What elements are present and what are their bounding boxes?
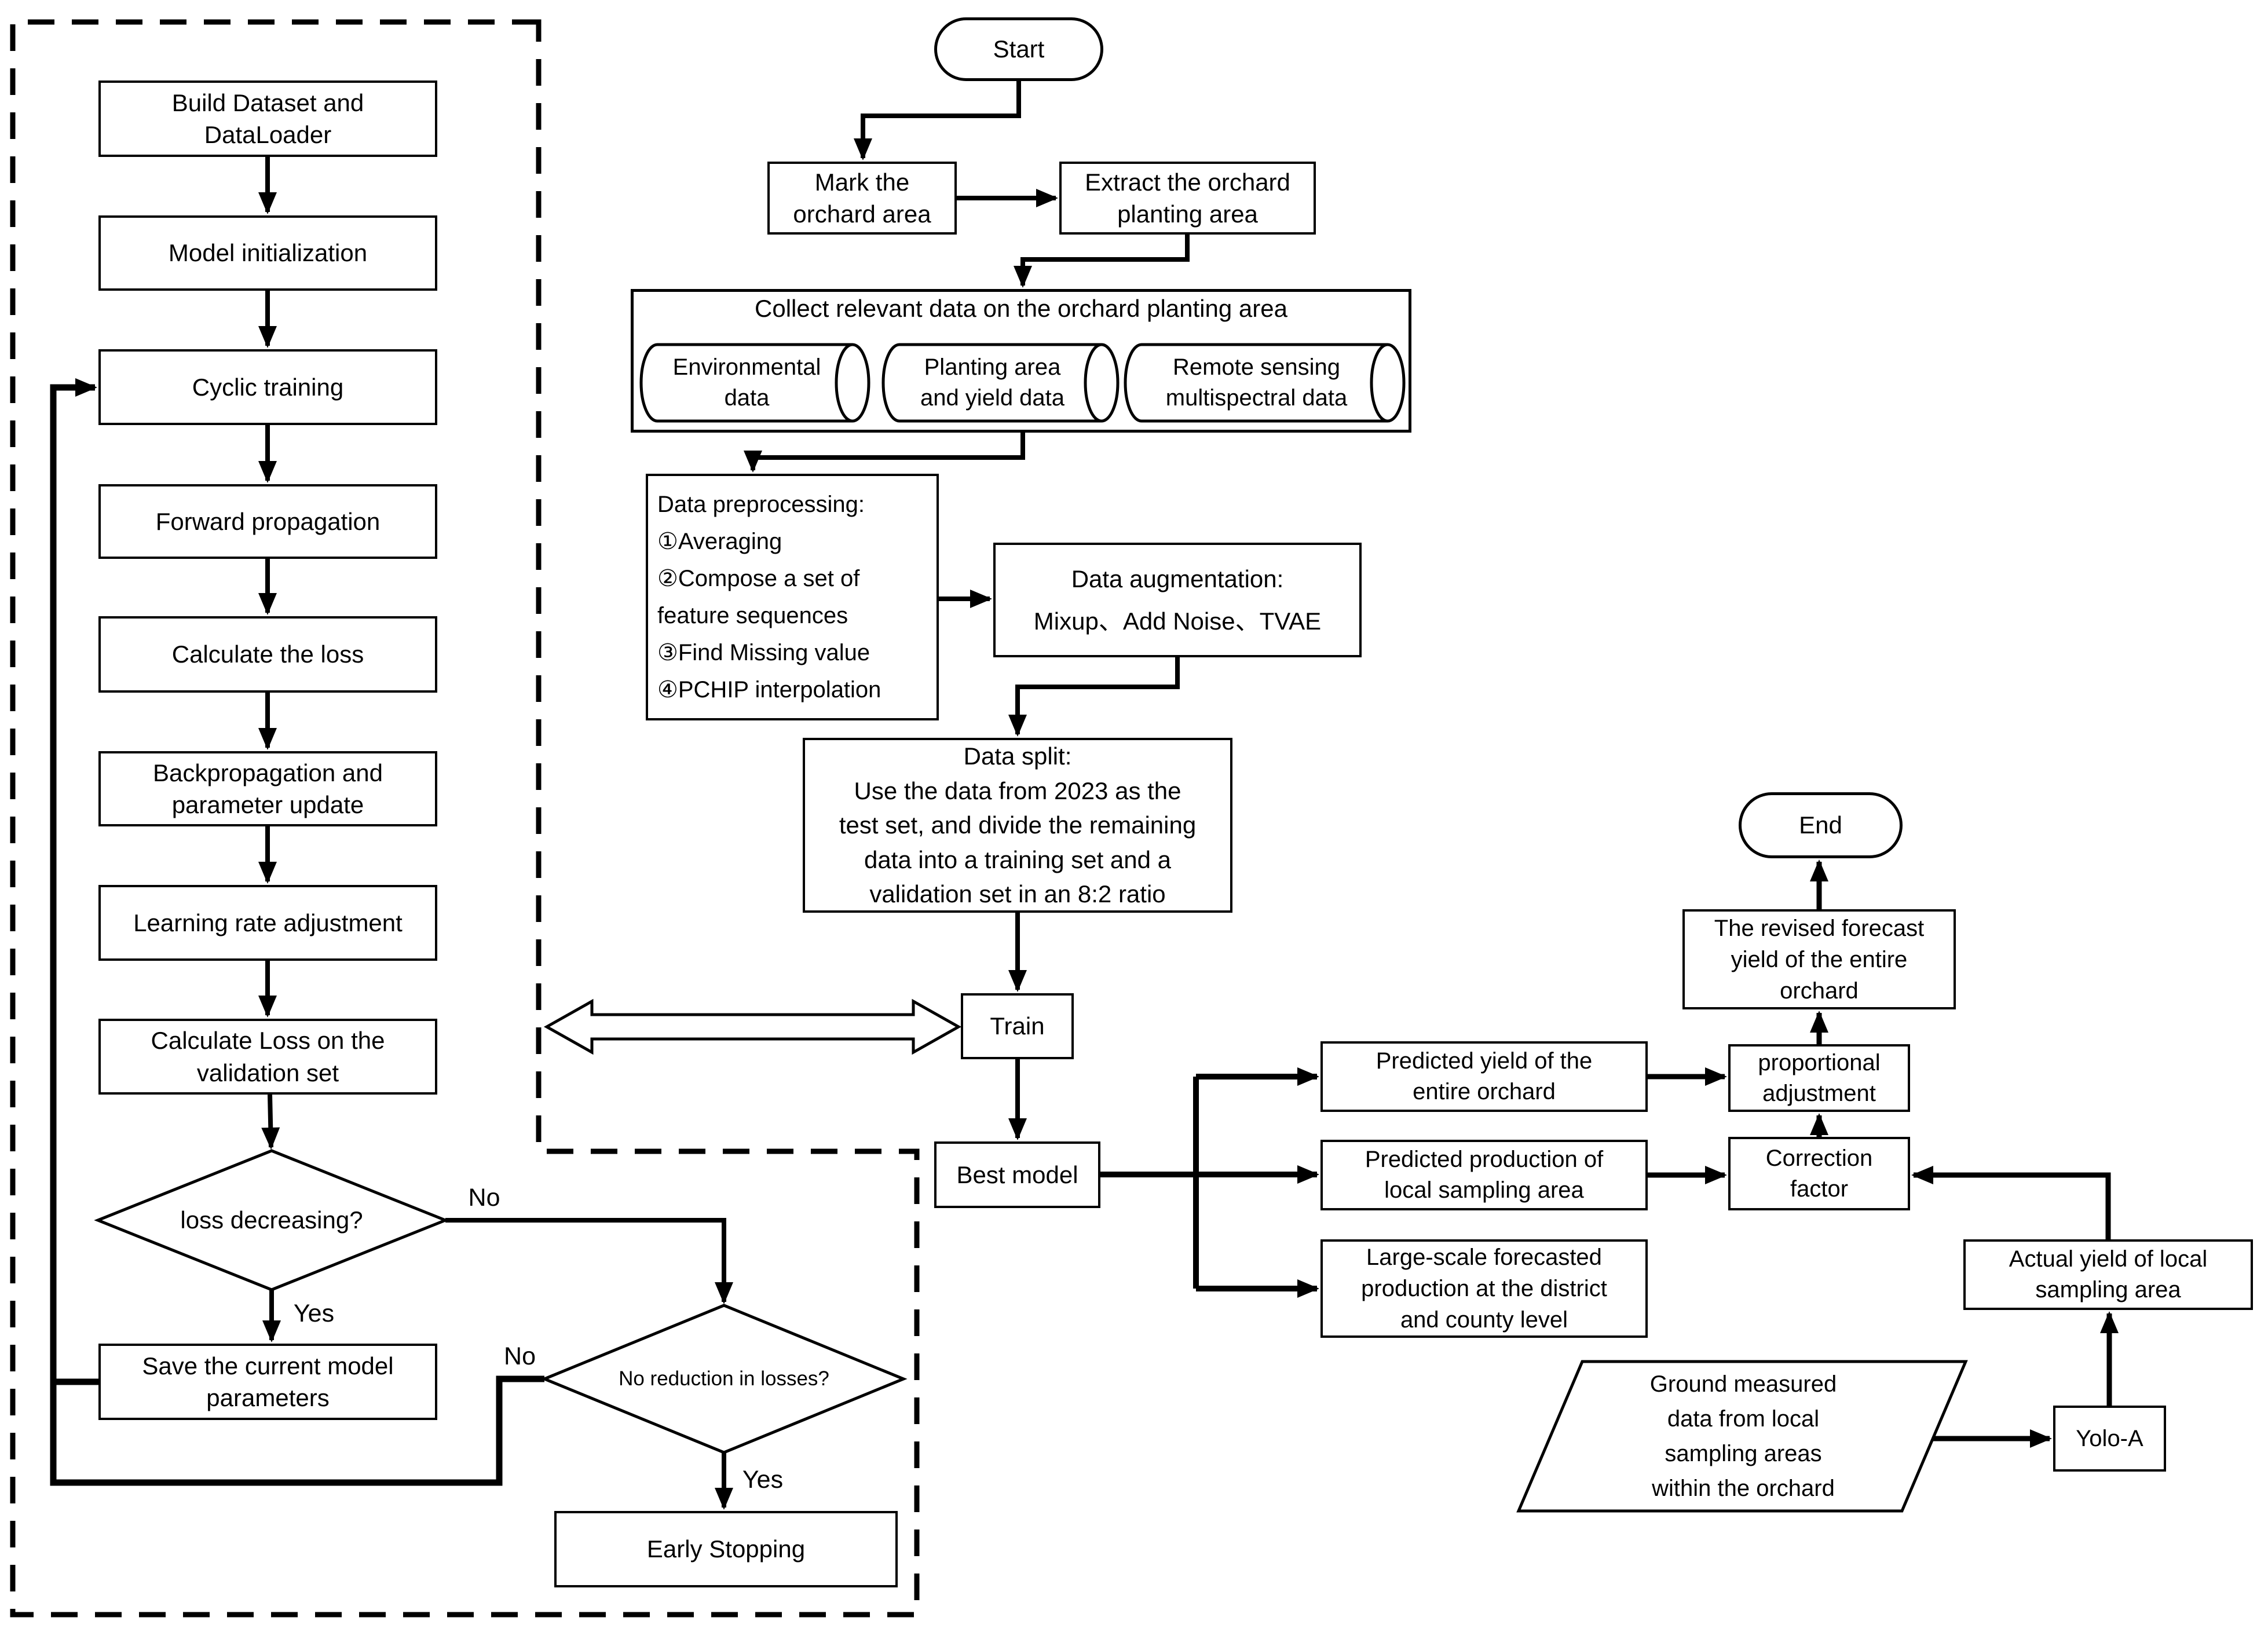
decision-label-loss-decreasing: loss decreasing? (180, 1206, 363, 1234)
collect-data-title: Collect relevant data on the orchard pla… (755, 295, 1287, 322)
flow-node-train: Train (961, 993, 1074, 1059)
flow-node-proportional-adjustment: proportional adjustment (1728, 1044, 1910, 1112)
flow-node-learning-rate: Learning rate adjustment (98, 885, 437, 961)
flow-node-preprocessing: Data preprocessing: ①Averaging ②Compose … (646, 474, 939, 720)
flow-node-cyclic-training: Cyclic training (98, 349, 437, 425)
flow-node-save-parameters: Save the current model parameters (98, 1344, 437, 1420)
flow-node-actual-yield: Actual yield of local sampling area (1963, 1239, 2253, 1310)
double-arrow (543, 998, 962, 1055)
flow-node-data-split: Data split: Use the data from 2023 as th… (803, 738, 1232, 913)
decision-diamond-no-reduction (540, 1304, 908, 1454)
cylinder-label-environmental: Environmental data (672, 354, 821, 411)
flow-node-validation-loss: Calculate Loss on the validation set (98, 1019, 437, 1095)
flow-node-build-dataset: Build Dataset and DataLoader (98, 80, 437, 157)
flow-node-augmentation: Data augmentation: Mixup、Add Noise、TVAE (993, 543, 1362, 657)
flow-node-best-model: Best model (934, 1141, 1100, 1208)
flow-node-yolo-a: Yolo-A (2053, 1406, 2166, 1472)
flow-node-extract-orchard: Extract the orchard planting area (1059, 162, 1316, 235)
flow-node-predicted-production: Predicted production of local sampling a… (1320, 1140, 1648, 1210)
flow-node-predicted-yield: Predicted yield of the entire orchard (1320, 1041, 1648, 1112)
cylinder-label-remote-sensing: Remote sensing multispectral data (1165, 354, 1348, 411)
flow-node-early-stopping: Early Stopping (554, 1511, 898, 1587)
flow-node-correction-factor: Correction factor (1728, 1137, 1910, 1210)
flow-node-model-initialization: Model initialization (98, 215, 437, 291)
cylinder-planting-yield-data (881, 343, 1120, 423)
flow-node-forward-propagation: Forward propagation (98, 484, 437, 559)
terminal-end: End (1739, 792, 1903, 858)
decision-label-no-reduction: No reduction in losses? (619, 1367, 829, 1390)
cylinder-environmental-data (639, 343, 870, 423)
flow-node-mark-orchard: Mark the orchard area (767, 162, 957, 235)
edge-label-d1-yes: Yes (293, 1299, 335, 1327)
decision-diamond-loss-decreasing (94, 1149, 449, 1291)
terminal-start: Start (934, 17, 1103, 81)
collect-data-container (631, 289, 1411, 433)
edge-label-d2-no: No (504, 1342, 536, 1370)
flow-node-calculate-loss: Calculate the loss (98, 616, 437, 693)
edge-label-d2-yes: Yes (742, 1465, 784, 1494)
cylinder-remote-sensing-data (1124, 343, 1406, 423)
cylinder-label-planting: Planting area and yield data (920, 354, 1065, 411)
flow-node-revised-forecast: The revised forecast yield of the entire… (1682, 909, 1956, 1009)
parallelogram-ground-measured (1516, 1360, 1968, 1513)
edge-label-d1-no: No (468, 1183, 500, 1212)
parallelogram-label-ground-measured: Ground measured data from local sampling… (1649, 1371, 1837, 1501)
flow-node-large-scale: Large-scale forecasted production at the… (1320, 1239, 1648, 1338)
flow-node-backpropagation: Backpropagation and parameter update (98, 751, 437, 826)
